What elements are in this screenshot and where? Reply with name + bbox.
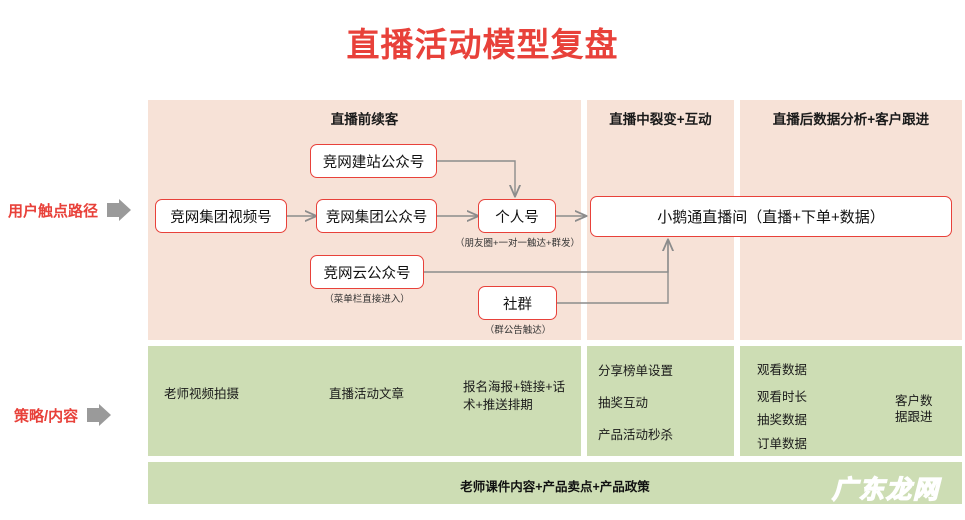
page-title: 直播活动模型复盘 (346, 26, 619, 63)
caption-personal-account: （朋友圈+一对一触达+群发） (454, 238, 581, 249)
strategy-pre-item-0: 老师视频拍摄 (164, 387, 240, 401)
strategy-during-item-2: 产品活动秒杀 (598, 428, 674, 442)
row-label-strategy-text: 策略/内容 (14, 407, 79, 425)
right-arrow-icon (87, 404, 112, 426)
strategy-pre-item-1: 直播活动文章 (329, 387, 405, 401)
strategy-after-item-0: 观看数据 (757, 363, 808, 377)
node-community-group[interactable]: 社群 (478, 286, 557, 320)
panel-post-live-strategy (740, 346, 962, 456)
node-jingwang-site-official[interactable]: 竞网建站公众号 (310, 144, 437, 178)
right-arrow-icon (107, 199, 132, 221)
panel-during-live-strategy (587, 346, 734, 456)
strategy-pre-item-2: 报名海报+链接+话术+推送排期 (463, 380, 566, 413)
strategy-after-item-1: 观看时长 (757, 390, 808, 404)
strategy-during-item-0: 分享榜单设置 (598, 364, 674, 378)
strategy-after-item-2: 抽奖数据 (757, 413, 808, 427)
panel-bottom-content-bar (148, 462, 962, 504)
row-label-strategy-content: 策略/内容 (14, 403, 112, 427)
strategy-after-item-3: 订单数据 (757, 437, 808, 451)
bottom-bar-label: 老师课件内容+产品卖点+产品政策 (460, 480, 650, 494)
row-label-touchpoint-path: 用户触点路径 (8, 198, 132, 222)
node-jingwang-cloud-official[interactable]: 竞网云公众号 (310, 255, 424, 289)
row-label-touchpoint-text: 用户触点路径 (8, 202, 99, 220)
strategy-during-item-1: 抽奖互动 (598, 396, 649, 410)
strategy-after-customer-followup: 客户数据跟进 (895, 394, 933, 425)
caption-community-group: （群公告触达） (484, 325, 552, 336)
panel-pre-live-strategy (148, 346, 581, 456)
caption-jingwang-cloud-official: （菜单栏直接进入） (324, 294, 410, 305)
column-header-pre-live: 直播前续客 (330, 112, 399, 127)
node-personal-account[interactable]: 个人号 (478, 199, 556, 233)
column-header-during-live: 直播中裂变+互动 (609, 112, 712, 127)
node-xiaoetong-live-room[interactable]: 小鹅通直播间（直播+下单+数据） (590, 196, 952, 237)
watermark: 广东龙网 (831, 475, 941, 504)
column-header-post-live: 直播后数据分析+客户跟进 (772, 112, 930, 127)
node-jingwang-group-video[interactable]: 竞网集团视频号 (155, 199, 287, 233)
node-jingwang-group-official[interactable]: 竞网集团公众号 (316, 199, 437, 233)
